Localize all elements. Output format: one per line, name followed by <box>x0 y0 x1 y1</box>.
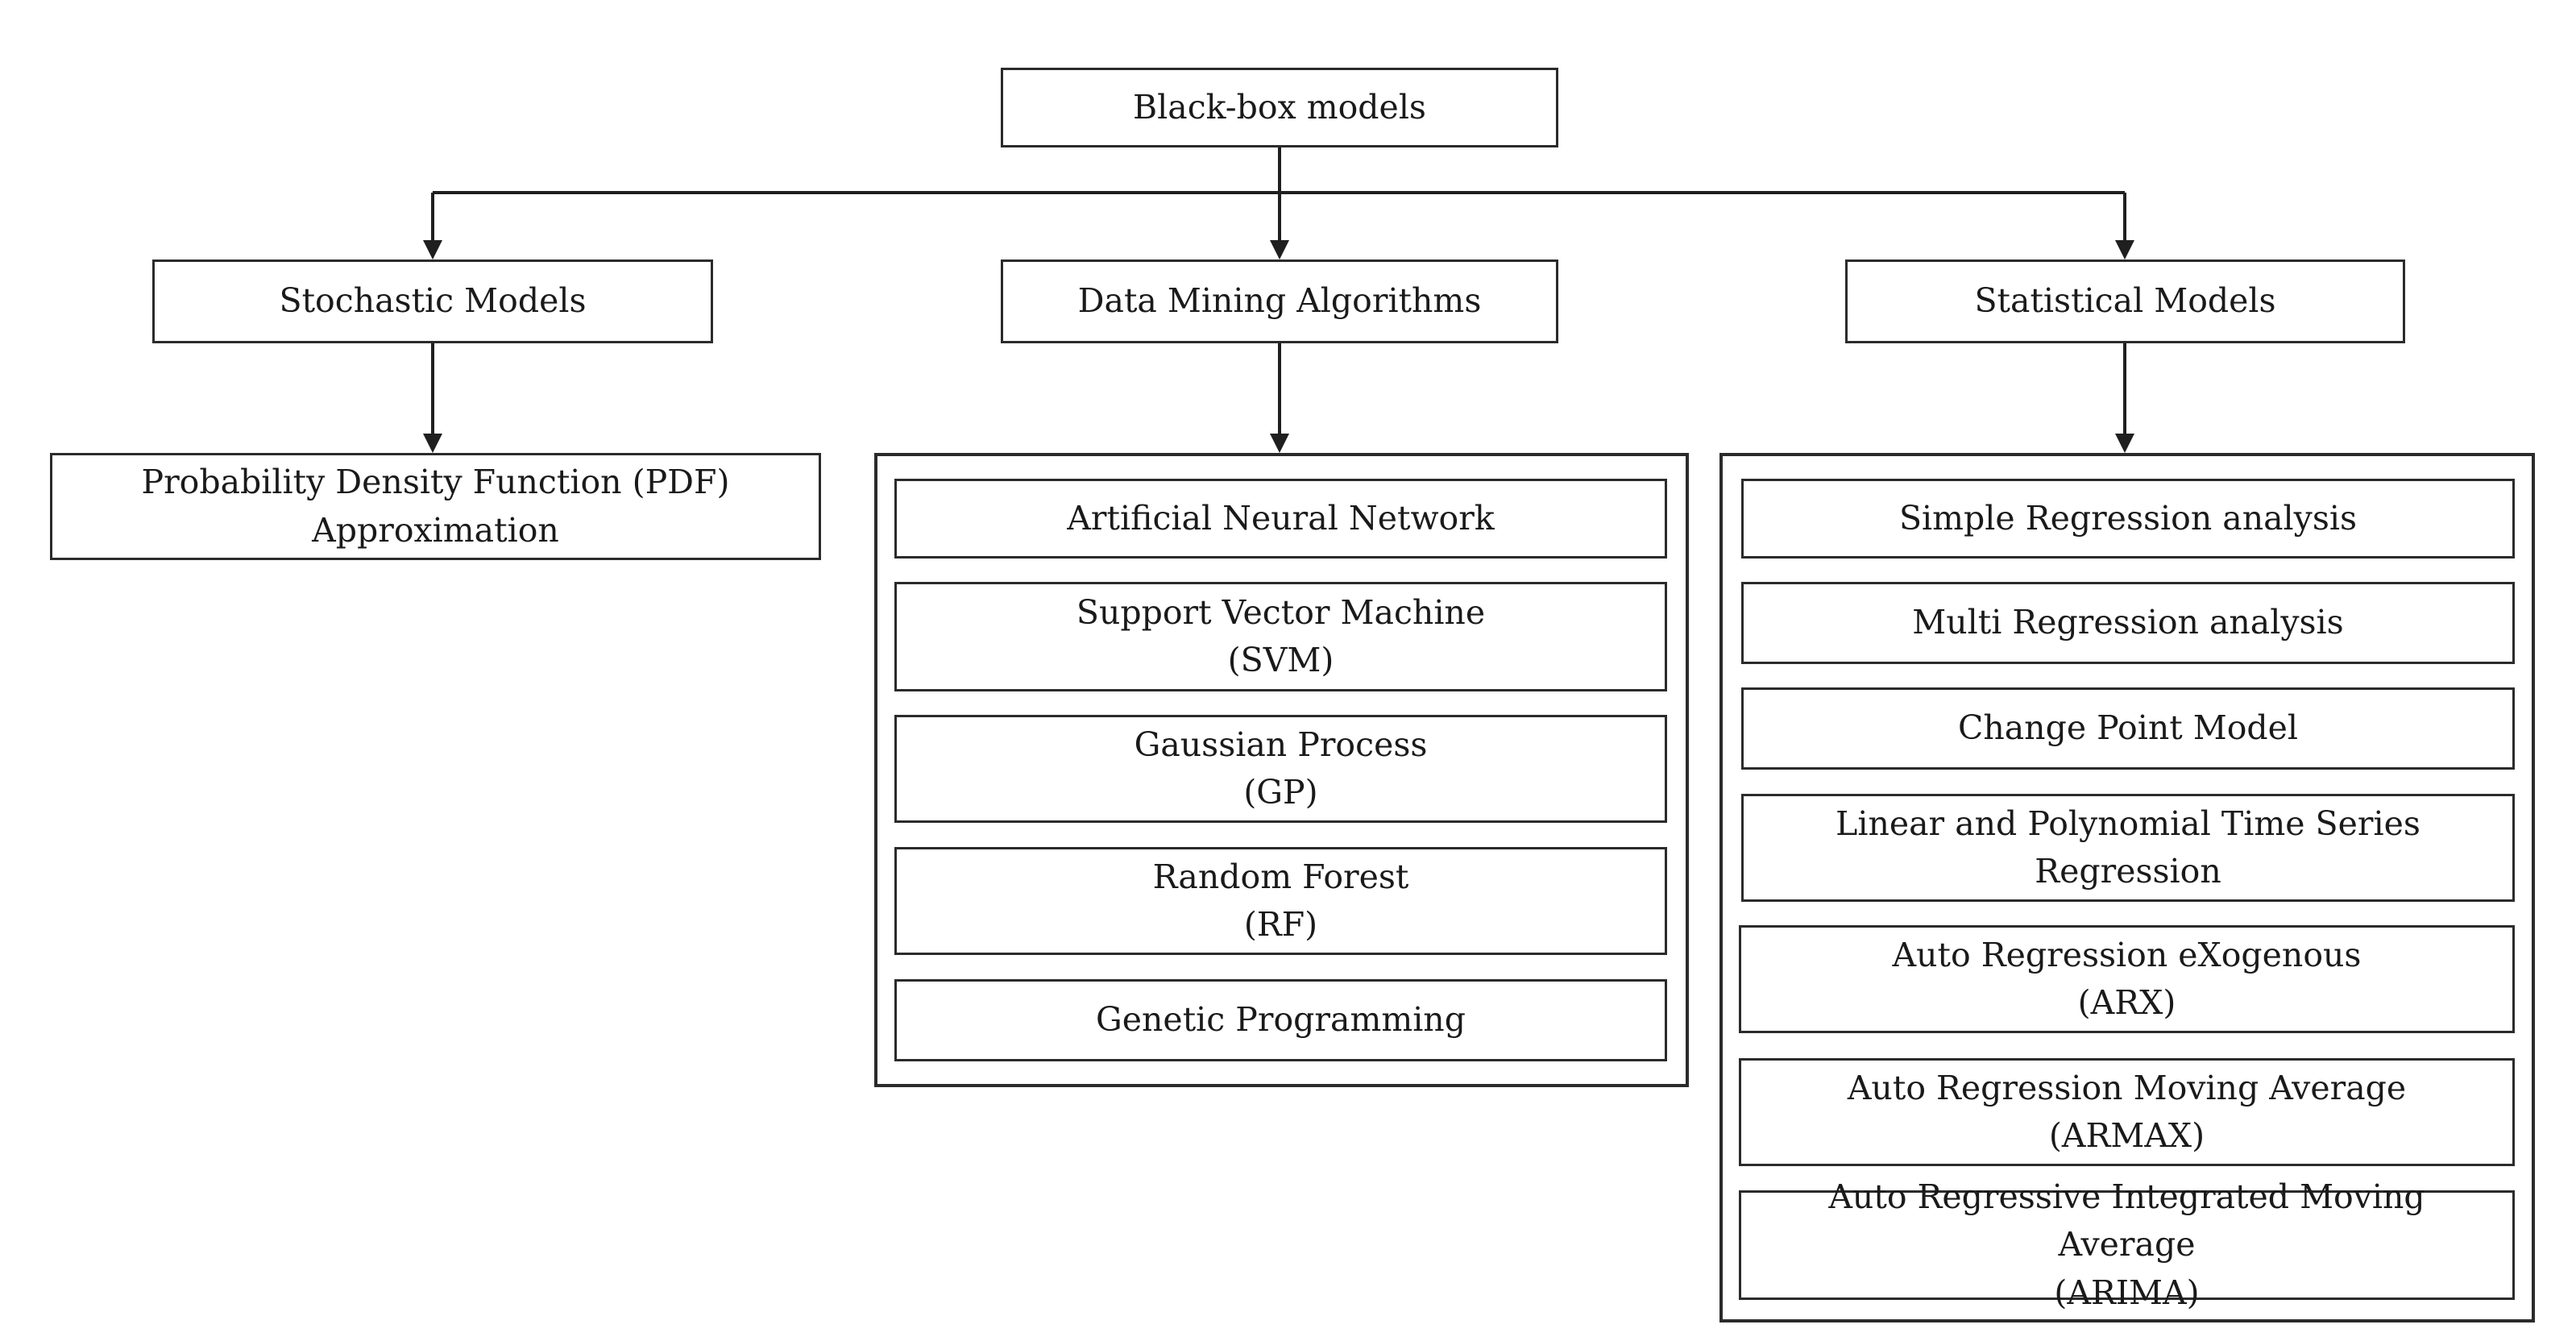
category-label-statistical: Statistical Models <box>1974 281 2276 321</box>
method-label: Random Forest (RF) <box>1152 857 1409 944</box>
method-node-genetic-programming: Genetic Programming <box>894 979 1667 1061</box>
method-node-time-series-regression: Linear and Polynomial Time Series Regres… <box>1741 794 2515 902</box>
method-label: Change Point Model <box>1957 708 2299 748</box>
child-arrowhead-data-mining <box>1270 434 1289 453</box>
method-node-support-vector-machine: Support Vector Machine (SVM) <box>894 582 1667 691</box>
category-node-statistical-models: Statistical Models <box>1845 260 2405 343</box>
method-label: Auto Regressive Integrated Moving Averag… <box>1828 1177 2425 1312</box>
category-label-data-mining: Data Mining Algorithms <box>1077 281 1482 321</box>
child-arrowhead-statistical <box>2115 434 2134 453</box>
method-label: Simple Regression analysis <box>1898 498 2358 538</box>
method-label: Support Vector Machine (SVM) <box>1076 592 1486 679</box>
data-mining-methods-group <box>874 453 1689 1087</box>
category-label-stochastic: Stochastic Models <box>279 281 587 321</box>
category-node-data-mining-algorithms: Data Mining Algorithms <box>1001 260 1558 343</box>
statistical-methods-group <box>1719 453 2535 1322</box>
method-label: Linear and Polynomial Time Series Regres… <box>1836 803 2420 891</box>
method-label: Auto Regression eXogenous (ARX) <box>1892 935 2362 1022</box>
root-node-black-box-models: Black-box models <box>1001 68 1558 147</box>
method-label: Artificial Neural Network <box>1067 498 1495 538</box>
method-node-gaussian-process: Gaussian Process (GP) <box>894 715 1667 823</box>
arrowhead-stochastic <box>423 240 442 260</box>
root-node-label: Black-box models <box>1133 87 1426 127</box>
arrowhead-data-mining <box>1270 240 1289 260</box>
child-arrowhead-stochastic <box>423 434 442 453</box>
method-node-arima: Auto Regressive Integrated Moving Averag… <box>1739 1177 2515 1312</box>
category-node-stochastic-models: Stochastic Models <box>152 260 713 343</box>
method-label: Multi Regression analysis <box>1912 603 2344 642</box>
method-label: Genetic Programming <box>1096 1000 1466 1040</box>
method-label: Gaussian Process (GP) <box>1134 725 1428 812</box>
method-node-simple-regression: Simple Regression analysis <box>1741 479 2515 558</box>
method-node-arx: Auto Regression eXogenous (ARX) <box>1739 925 2515 1033</box>
arrowhead-statistical <box>2115 240 2134 260</box>
method-node-random-forest: Random Forest (RF) <box>894 847 1667 955</box>
method-label: Auto Regression Moving Average (ARMAX) <box>1847 1068 2407 1155</box>
method-node-armax: Auto Regression Moving Average (ARMAX) <box>1739 1058 2515 1166</box>
method-node-multi-regression: Multi Regression analysis <box>1741 582 2515 664</box>
method-node-artificial-neural-network: Artificial Neural Network <box>894 479 1667 558</box>
method-node-pdf-approximation: Probability Density Function (PDF) Appro… <box>50 453 821 560</box>
method-label: Probability Density Function (PDF) Appro… <box>141 463 730 550</box>
method-node-change-point-model: Change Point Model <box>1741 687 2515 770</box>
